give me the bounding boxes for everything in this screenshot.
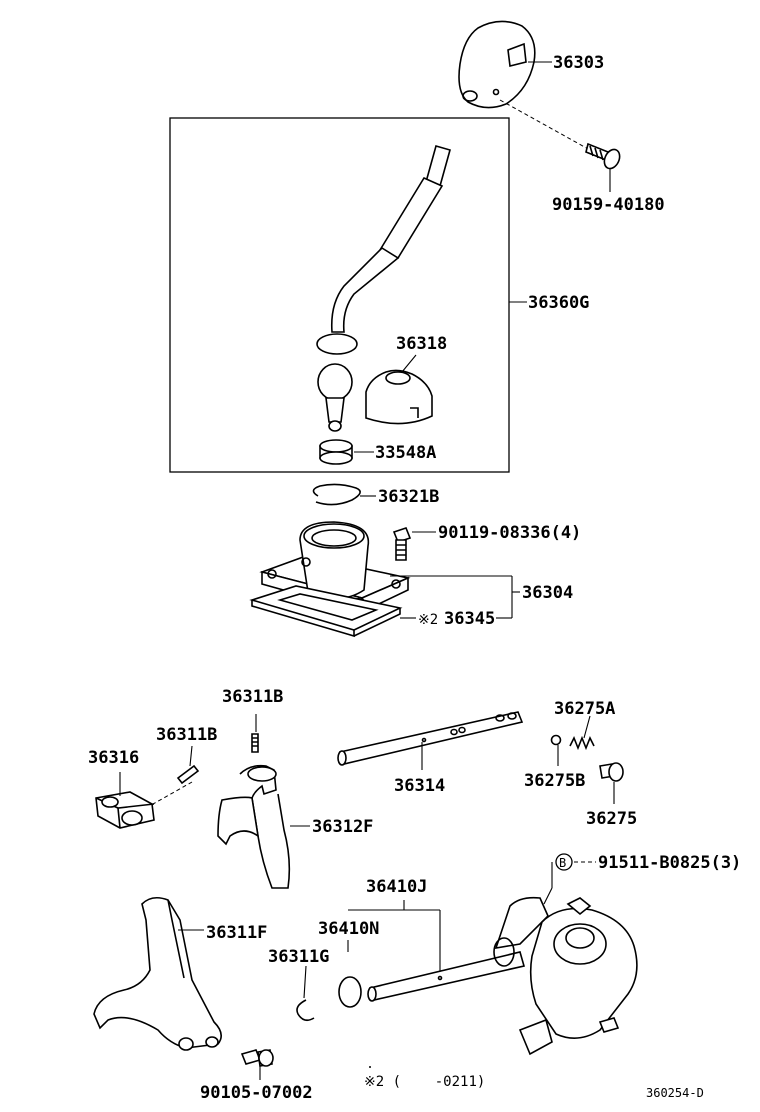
detent-ball [550,734,562,746]
figure-id: 360254-D [646,1086,704,1100]
label-36304: 36304 [522,583,573,603]
label-36316: 36316 [88,748,139,768]
o-ring [338,976,362,1008]
label-36275: 36275 [586,809,637,829]
shift-fork-large [93,896,222,1051]
snap-ring [312,483,361,506]
e-ring [296,999,315,1022]
label-36311B-upper: 36311B [222,687,283,707]
shift-rail [337,711,524,766]
label-90105-07002: 90105-07002 [200,1083,313,1103]
callout-b-letter: B [559,856,566,870]
mark-36345: ※2 [418,612,438,628]
fork-bolt [240,1049,274,1067]
label-36311F: 36311F [206,923,267,943]
label-90159-40180: 90159-40180 [552,195,665,215]
assembly-frame-box [169,117,510,473]
shift-knob [458,20,536,109]
shift-head [95,791,155,829]
footnote-dot [369,1066,371,1068]
roll-pin-upper [251,733,259,753]
label-33548A: 33548A [375,443,436,463]
label-36311B-lower: 36311B [156,725,217,745]
label-90119-08336: 90119-08336(4) [438,523,581,543]
label-36312F: 36312F [312,817,373,837]
shift-fork-small [217,764,291,889]
roll-pin-lower [176,764,200,785]
detent-plug [599,762,624,782]
label-36303: 36303 [553,53,604,73]
label-36275B: 36275B [524,771,585,791]
label-36311G: 36311G [268,947,329,967]
lever-boot [365,369,433,425]
label-36314: 36314 [394,776,445,796]
label-91511-B0825: 91511-B0825(3) [598,853,741,873]
label-36318: 36318 [396,334,447,354]
callout-b-circle [555,853,573,871]
knob-screw [585,142,621,170]
detent-spring [569,735,595,751]
shift-lever [316,145,451,432]
label-36275A: 36275A [554,699,615,719]
label-36360G: 36360G [528,293,589,313]
footnote: ※2 ( -0211) [364,1074,485,1090]
select-shaft [367,951,526,1002]
bushing [319,439,353,465]
label-36410J: 36410J [366,877,427,897]
label-36321B: 36321B [378,487,439,507]
housing-bolt [392,527,412,561]
label-36410N: 36410N [318,919,379,939]
select-lever-housing [493,896,638,1056]
label-36345: 36345 [444,609,495,629]
housing-gasket [249,585,403,638]
